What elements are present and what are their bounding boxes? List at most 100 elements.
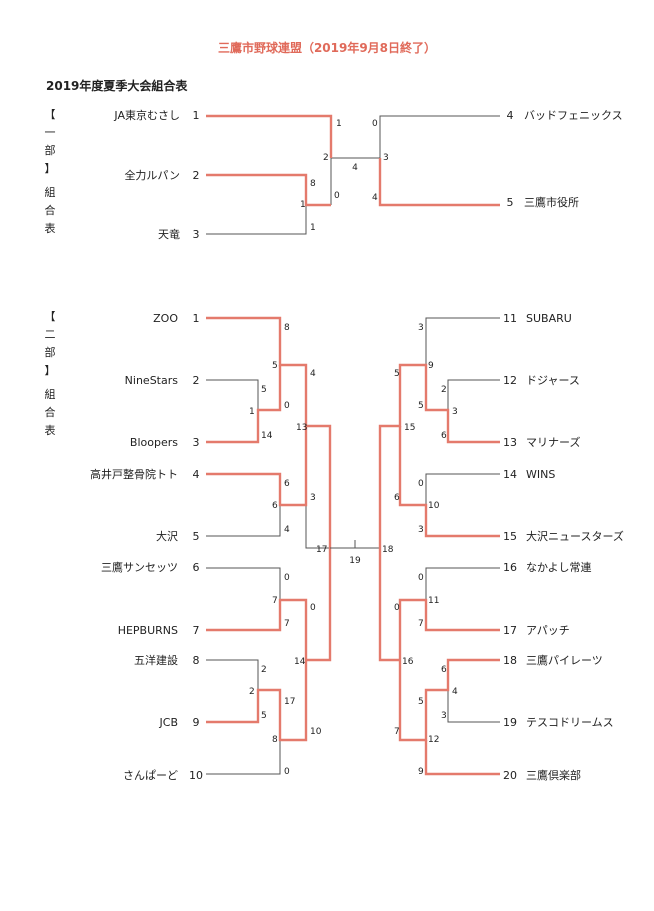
d1-score: 8: [310, 179, 316, 189]
svg-text:5: 5: [394, 369, 400, 379]
d2-team-name: アパッチ: [526, 624, 570, 637]
d2-right-bracket-lines: [330, 317, 500, 776]
d2-team-name: 高井戸整骨院トト: [90, 467, 178, 481]
svg-text:8: 8: [284, 323, 290, 333]
d1-score: 0: [334, 191, 340, 201]
d2-team-name: テスコドリームス: [526, 716, 614, 729]
d2-team-seed: 16: [503, 561, 517, 574]
d2-team-seed: 20: [503, 769, 517, 782]
d1-score: 1: [336, 119, 342, 129]
svg-text:2: 2: [249, 687, 255, 697]
d2-team-seed: 19: [503, 716, 517, 729]
svg-text:0: 0: [418, 573, 424, 583]
d2-team-seed: 2: [193, 374, 200, 387]
d2-team-name: 三鷹パイレーツ: [526, 653, 603, 667]
svg-text:合: 合: [45, 405, 56, 419]
d1-score: 2: [323, 153, 329, 163]
svg-text:16: 16: [402, 657, 414, 667]
page-subtitle: 2019年度夏季大会組合表: [46, 78, 188, 93]
svg-text:1: 1: [249, 407, 255, 417]
svg-text:11: 11: [428, 596, 439, 606]
svg-text:6: 6: [441, 665, 447, 675]
svg-text:7: 7: [394, 727, 400, 737]
svg-text:8: 8: [272, 735, 278, 745]
page-title: 三鷹市野球連盟（2019年9月8日終了）: [218, 40, 436, 55]
svg-text:3: 3: [418, 525, 424, 535]
svg-text:15: 15: [404, 423, 415, 433]
svg-text:合: 合: [45, 203, 56, 217]
svg-text:5: 5: [272, 361, 278, 371]
d1-team-seed: 2: [193, 169, 200, 182]
d2-team-seed: 8: [193, 654, 200, 667]
d2-team-name: なかよし常連: [526, 560, 591, 574]
d2-team-seed: 3: [193, 436, 200, 449]
d2-left-teams: ZOO 1 NineStars 2 Bloopers 3 高井戸整骨院トト 4 …: [90, 312, 203, 782]
d2-left-bracket-lines: [206, 316, 332, 775]
d2-team-seed: 17: [503, 624, 517, 637]
d2-team-seed: 9: [193, 716, 200, 729]
d1-score: 0: [372, 119, 378, 129]
svg-text:部: 部: [45, 143, 56, 157]
d2-team-name: さんぱーど: [123, 769, 178, 782]
svg-text:6: 6: [284, 479, 290, 489]
svg-text:0: 0: [284, 767, 290, 777]
svg-text:組: 組: [45, 388, 56, 401]
svg-text:6: 6: [441, 431, 447, 441]
division2-side-label: 【 二 部 】 組 合 表: [45, 310, 56, 437]
svg-text:部: 部: [45, 345, 56, 359]
d2-team-seed: 4: [193, 468, 200, 481]
svg-text:7: 7: [418, 619, 424, 629]
svg-text:【: 【: [45, 310, 56, 323]
svg-text:組: 組: [45, 186, 56, 199]
d2-team-name: 大沢: [156, 529, 178, 543]
d2-team-seed: 12: [503, 374, 517, 387]
d1-team-seed: 4: [507, 109, 514, 122]
d2-right-teams: 11 SUBARU 12 ドジャース 13 マリナーズ 14 WINS 15 大…: [503, 312, 624, 782]
d2-team-name: 大沢ニュースターズ: [526, 529, 624, 543]
svg-text:13: 13: [296, 423, 307, 433]
d2-team-seed: 14: [503, 468, 517, 481]
svg-text:3: 3: [452, 407, 458, 417]
svg-text:7: 7: [284, 619, 290, 629]
svg-text:9: 9: [428, 361, 434, 371]
d2-team-seed: 5: [193, 530, 200, 543]
svg-text:2: 2: [261, 665, 267, 675]
svg-text:19: 19: [349, 556, 361, 566]
d1-bracket-lines: [206, 114, 500, 235]
svg-text:14: 14: [261, 431, 273, 441]
d2-team-seed: 1: [193, 312, 200, 325]
svg-text:7: 7: [272, 596, 278, 606]
d1-team-name: 三鷹市役所: [524, 195, 579, 209]
svg-text:0: 0: [284, 573, 290, 583]
svg-text:5: 5: [261, 385, 267, 395]
svg-text:0: 0: [394, 603, 400, 613]
d2-team-name: SUBARU: [526, 312, 572, 325]
svg-text:2: 2: [441, 385, 447, 395]
d1-score: 4: [352, 163, 358, 173]
svg-text:5: 5: [261, 711, 267, 721]
d2-left-scores: 8 5 5 1 0 14 4 13 6 6 3 4 0 7 7 0 2 2 5 …: [249, 323, 394, 777]
svg-text:6: 6: [272, 501, 278, 511]
svg-text:0: 0: [418, 479, 424, 489]
d1-team-name: 天竜: [158, 227, 180, 241]
division1-side-label: 【 一 部 】 組 合 表: [45, 108, 56, 235]
d2-team-seed: 13: [503, 436, 517, 449]
d1-score: 1: [310, 223, 316, 233]
d2-team-seed: 6: [193, 561, 200, 574]
d1-score: 3: [383, 153, 389, 163]
svg-text:】: 】: [45, 162, 56, 175]
d2-team-name: 五洋建設: [134, 653, 178, 667]
d2-team-seed: 18: [503, 654, 517, 667]
d1-score: 1: [300, 200, 306, 210]
svg-text:3: 3: [441, 711, 447, 721]
svg-text:4: 4: [310, 369, 316, 379]
d2-team-seed: 10: [189, 769, 203, 782]
d2-team-name: マリナーズ: [526, 435, 580, 449]
svg-text:10: 10: [428, 501, 440, 511]
svg-text:一: 一: [45, 126, 56, 139]
svg-text:12: 12: [428, 735, 439, 745]
d1-team-seed: 5: [507, 196, 514, 209]
svg-text:【: 【: [45, 108, 56, 121]
svg-text:表: 表: [45, 423, 56, 437]
